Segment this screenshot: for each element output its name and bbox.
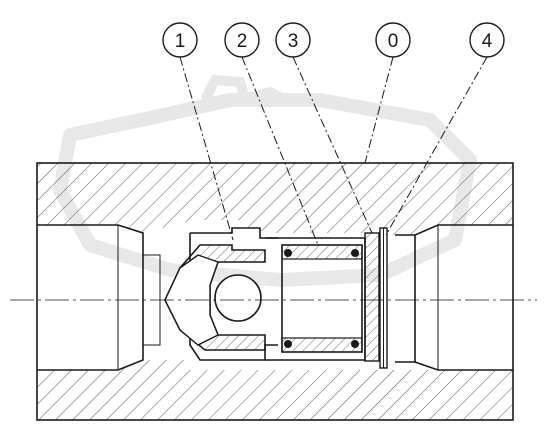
balloon-1: 1: [162, 22, 198, 58]
balloon-4: 4: [469, 22, 505, 58]
oring-icon: [351, 340, 359, 348]
oring-icon: [351, 249, 359, 257]
valve-body: [36, 162, 514, 421]
leader-lines: [179, 56, 488, 246]
balloon-3-label: 3: [288, 31, 299, 52]
poppet-assembly: [164, 227, 388, 369]
balloon-4-label: 4: [482, 31, 493, 52]
balloon-2: 2: [224, 22, 260, 58]
watermark: [53, 74, 477, 287]
oring-icon: [284, 340, 292, 348]
balloon-2-label: 2: [237, 31, 248, 52]
balloon-0-label: 0: [388, 31, 399, 52]
balloon-0: 0: [375, 22, 411, 58]
balloon-3: 3: [275, 22, 311, 58]
ball-icon: [214, 274, 262, 322]
oring-icon: [284, 249, 292, 257]
balloon-1-label: 1: [175, 31, 186, 52]
